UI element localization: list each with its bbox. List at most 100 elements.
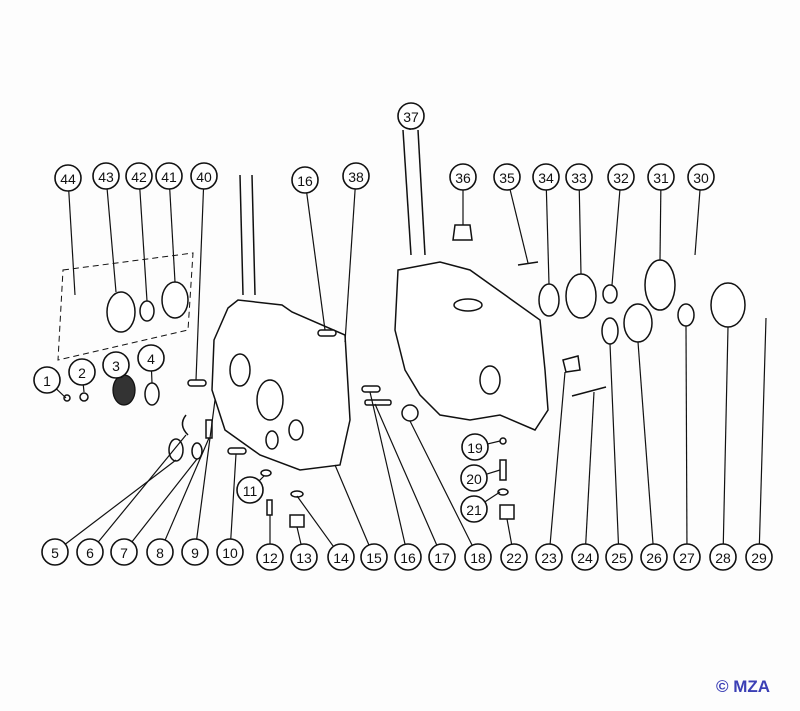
callout-circle [342,162,370,190]
callout-circle [291,166,319,194]
stud [402,129,412,256]
callout-circle [236,476,264,504]
ball-19 [499,437,507,445]
callout-circle [125,162,153,190]
callout-circle [532,163,560,191]
callout-15: 15 [360,543,388,571]
pin-35 [517,261,539,266]
leader-line-6 [97,434,187,543]
dowel-16 [317,329,337,337]
callout-circle [640,543,668,571]
leader-line-43 [106,188,117,293]
leader-line-41 [169,188,176,283]
washer-2 [79,392,89,402]
callout-circle [190,162,218,190]
callout-circle [360,543,388,571]
cover-group-outline [57,252,194,361]
callout-circle [137,344,165,372]
callout-35: 35 [493,163,521,191]
leader-line-32 [611,189,621,286]
callout-circle [110,538,138,566]
leader-line-23 [549,371,566,545]
breather-cap [452,224,473,241]
copyright-text: © MZA [716,677,771,696]
callout-11: 11 [236,476,264,504]
seal-18 [401,404,419,422]
leader-line-30 [694,189,701,256]
washer-11 [260,469,272,477]
callout-circle [54,164,82,192]
callout-circle [449,163,477,191]
callout-number: 21 [466,502,482,518]
dowel-10 [227,447,247,455]
callout-circle [327,543,355,571]
callout-26: 26 [640,543,668,571]
callout-13: 13 [290,543,318,571]
ring-5 [168,438,184,462]
leader-line-44 [68,190,76,296]
leader-line-10 [230,453,237,540]
stud [251,174,256,296]
callout-circle [565,163,593,191]
callout-14: 14 [327,543,355,571]
leader-lines [56,128,767,547]
callout-34: 34 [532,163,560,191]
dowel-16b [361,385,381,393]
callout-circle [607,163,635,191]
leader-line-9 [196,399,216,540]
callout-circle [155,162,183,190]
callout-circle [461,433,489,461]
leader-line-24 [585,391,595,545]
callout-number: 30 [693,170,709,186]
callout-number: 15 [366,550,382,566]
callout-42: 42 [125,162,153,190]
callout-number: 42 [131,169,147,185]
callout-number: 6 [86,545,94,561]
callout-30: 30 [687,163,715,191]
callout-circle [146,538,174,566]
gasket-41 [161,281,189,319]
leader-line-16 [306,192,326,331]
cover-31 [644,259,676,311]
callout-circle [709,543,737,571]
circlip-4 [144,382,160,406]
callout-circle [571,543,599,571]
circlip-6 [181,414,189,436]
callout-number: 35 [499,170,515,186]
callout-number: 32 [613,170,629,186]
leader-line-16 [369,391,406,545]
seal-42 [139,300,155,322]
leader-line-35 [509,189,529,264]
leader-line-38 [344,188,356,343]
callout-circle [290,543,318,571]
callout-43: 43 [92,162,120,190]
stud [239,174,244,296]
callout-number: 24 [577,550,593,566]
callout-number: 5 [51,545,59,561]
callout-29: 29 [745,543,773,571]
right-bore [453,298,483,312]
leader-line-22 [506,518,513,545]
ring-34 [538,283,560,317]
callout-circle [92,162,120,190]
left-bore-2 [229,353,251,387]
callout-number: 10 [222,545,238,561]
callout-number: 13 [296,550,312,566]
callout-number: 38 [348,169,364,185]
callout-number: 43 [98,169,114,185]
callout-number: 2 [78,365,86,381]
callout-32: 32 [607,163,635,191]
callout-8: 8 [146,538,174,566]
callout-circle [41,538,69,566]
callout-number: 14 [333,550,349,566]
callout-number: 16 [297,173,313,189]
callout-27: 27 [673,543,701,571]
callout-number: 27 [679,550,695,566]
washer-21 [497,488,509,496]
callout-number: 23 [541,550,557,566]
leader-line-19 [487,440,501,445]
right-bore-2 [479,365,501,395]
callout-circle [76,538,104,566]
callout-33: 33 [565,163,593,191]
